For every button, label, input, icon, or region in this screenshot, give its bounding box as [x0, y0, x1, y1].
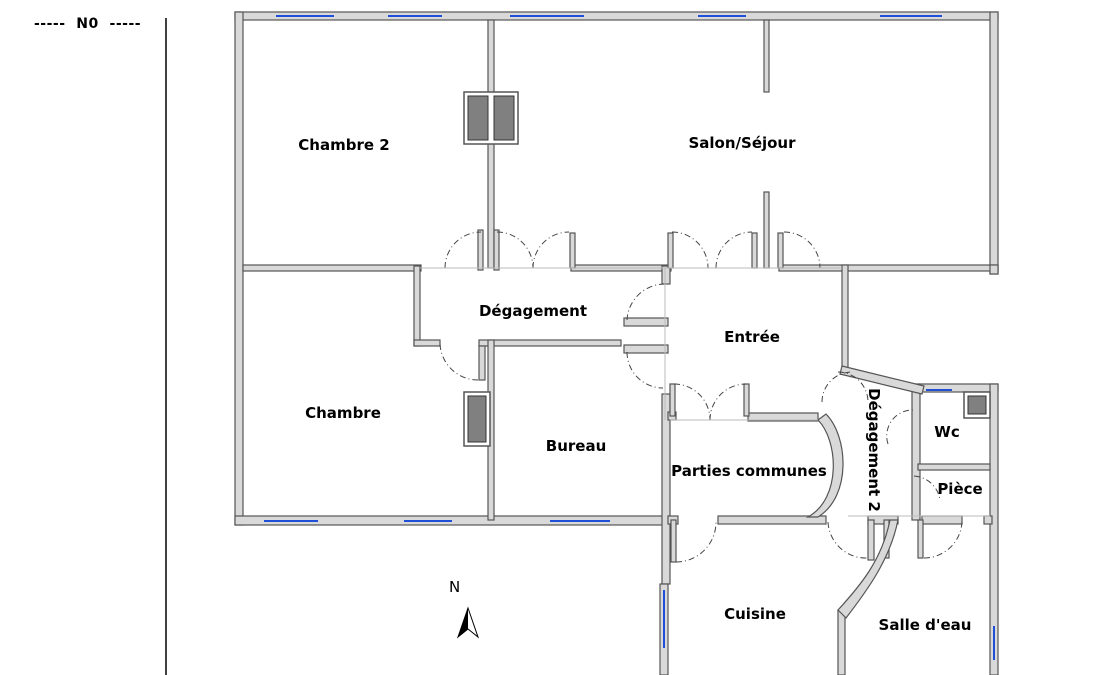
wall-pc-curve: [805, 413, 844, 518]
wall-deg-stub-3: [478, 345, 486, 381]
wall-piece-bottom: [921, 515, 963, 525]
room-cuisine: Cuisine: [724, 605, 786, 623]
wall-pc-top: [747, 412, 819, 422]
wall-cuisine-stub: [867, 519, 875, 561]
wall-bureau-right: [661, 393, 671, 585]
wall-deg-stub: [623, 317, 669, 327]
room-salle-d-eau: Salle d'eau: [878, 616, 972, 634]
wall-cuisine-right: [837, 609, 846, 675]
room-chambre-2: Chambre 2: [298, 136, 390, 154]
jamb-salon-4: [777, 232, 784, 269]
wall-left: [234, 11, 244, 526]
door-swings: [439, 231, 963, 563]
level-label: ----- N0 -----: [34, 16, 142, 32]
jamb-salon-1: [569, 232, 576, 269]
room-piece: Pièce: [937, 480, 983, 498]
room-entree: Entrée: [724, 328, 780, 346]
wall-deg-left: [413, 265, 421, 347]
north-label: N: [449, 578, 461, 596]
wall-right-upper: [989, 11, 999, 275]
wall-deg2-diagonal: [839, 365, 925, 395]
jamb-salon-2: [667, 232, 674, 269]
wall-deg-stub-2: [623, 344, 669, 354]
ducts: [463, 91, 991, 447]
wall-salon-stub-bottom: [763, 191, 770, 269]
wall-right-corner: [989, 264, 999, 275]
room-degagement: Dégagement: [478, 302, 588, 320]
room-wc: Wc: [934, 423, 960, 441]
jamb-pc-1: [669, 383, 676, 417]
room-chambre: Chambre: [305, 404, 381, 422]
walls: [234, 11, 999, 675]
room-bureau: Bureau: [545, 437, 607, 455]
north-arrow-icon: [456, 606, 480, 639]
wall-deg-bottom-left: [413, 339, 441, 347]
jamb-cuisine: [670, 519, 677, 563]
jamb-salon-3: [751, 232, 758, 269]
wall-wc-left: [911, 383, 921, 521]
wall-deg-bottom-right: [478, 339, 622, 347]
room-divisions: [420, 267, 990, 517]
jamb-sde-2: [917, 519, 924, 559]
wall-wc-bottom: [917, 463, 991, 471]
jamb-pc-2: [743, 383, 750, 417]
wall-deg-entree-top: [661, 265, 671, 285]
wall-right-lower: [989, 383, 999, 675]
windows: [264, 15, 995, 660]
room-salon-sejour: Salon/Séjour: [688, 134, 796, 152]
wall-pc-bottom: [717, 515, 827, 525]
room-parties-communes: Parties communes: [671, 462, 827, 480]
room-degagement-2: Dégagement 2: [865, 388, 883, 512]
jamb-ch2-2: [493, 229, 500, 271]
jamb-ch2-1: [477, 229, 484, 271]
wall-entree-right: [841, 264, 849, 372]
wall-salon-stub-top: [763, 19, 770, 93]
wall-sde-curve: [837, 519, 899, 619]
wall-sde-top-right: [983, 515, 993, 525]
wall-h-266-a: [242, 264, 422, 272]
